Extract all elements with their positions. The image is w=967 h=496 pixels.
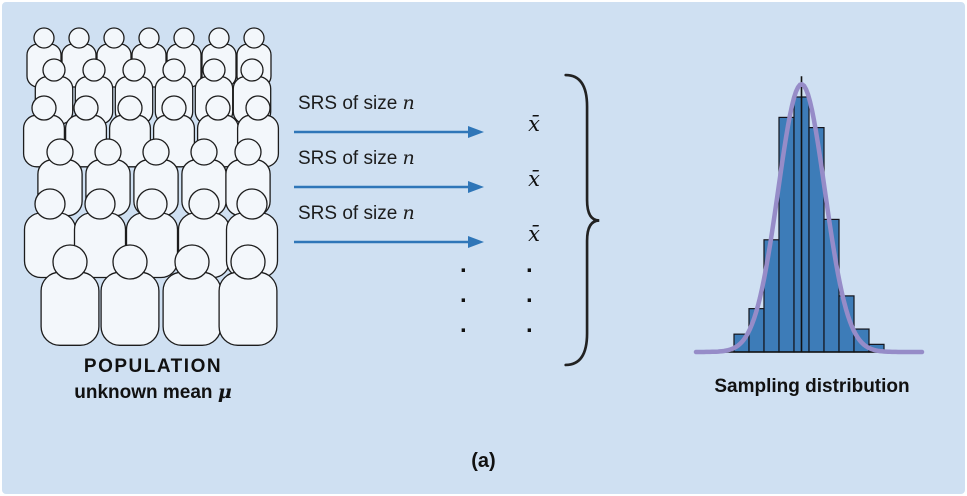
srs-arrow-icon xyxy=(294,236,484,248)
srs-label-2: SRS of size n xyxy=(298,147,488,170)
sampling-distribution-label: Sampling distribution xyxy=(714,376,910,397)
srs-label-text: SRS of size xyxy=(298,148,403,169)
srs-label-text: SRS of size xyxy=(298,93,403,114)
xbar-result-1: x̄ xyxy=(528,112,540,136)
ellipsis-dot: . xyxy=(526,281,533,308)
n-symbol: n xyxy=(402,147,415,169)
mu-symbol: μ xyxy=(217,381,232,403)
xbar-result-3: x̄ xyxy=(528,222,540,246)
srs-label-text: SRS of size xyxy=(298,203,403,224)
srs-label-1: SRS of size n xyxy=(298,92,488,115)
ellipsis-dot: . xyxy=(460,251,467,278)
sampling-distribution-chart xyxy=(693,76,925,355)
population-title: POPULATION xyxy=(83,356,223,377)
ellipsis-dot: . xyxy=(460,311,467,338)
population-label: POPULATION unknown mean μ xyxy=(12,356,294,404)
population-crowd-illustration xyxy=(22,27,280,346)
ellipsis-dot: . xyxy=(526,251,533,278)
srs-arrow-icon xyxy=(294,181,484,193)
srs-label-3: SRS of size n xyxy=(298,202,488,225)
ellipsis-dot: . xyxy=(526,311,533,338)
population-subtitle: unknown mean μ xyxy=(12,381,294,404)
srs-arrow-icon xyxy=(294,126,484,138)
ellipsis-dot: . xyxy=(460,281,467,308)
figure-caption: (a) xyxy=(471,450,496,472)
curly-brace-icon xyxy=(564,73,600,367)
n-symbol: n xyxy=(402,202,415,224)
population-subtitle-text: unknown mean xyxy=(74,382,218,403)
xbar-result-2: x̄ xyxy=(528,167,540,191)
n-symbol: n xyxy=(402,92,415,114)
